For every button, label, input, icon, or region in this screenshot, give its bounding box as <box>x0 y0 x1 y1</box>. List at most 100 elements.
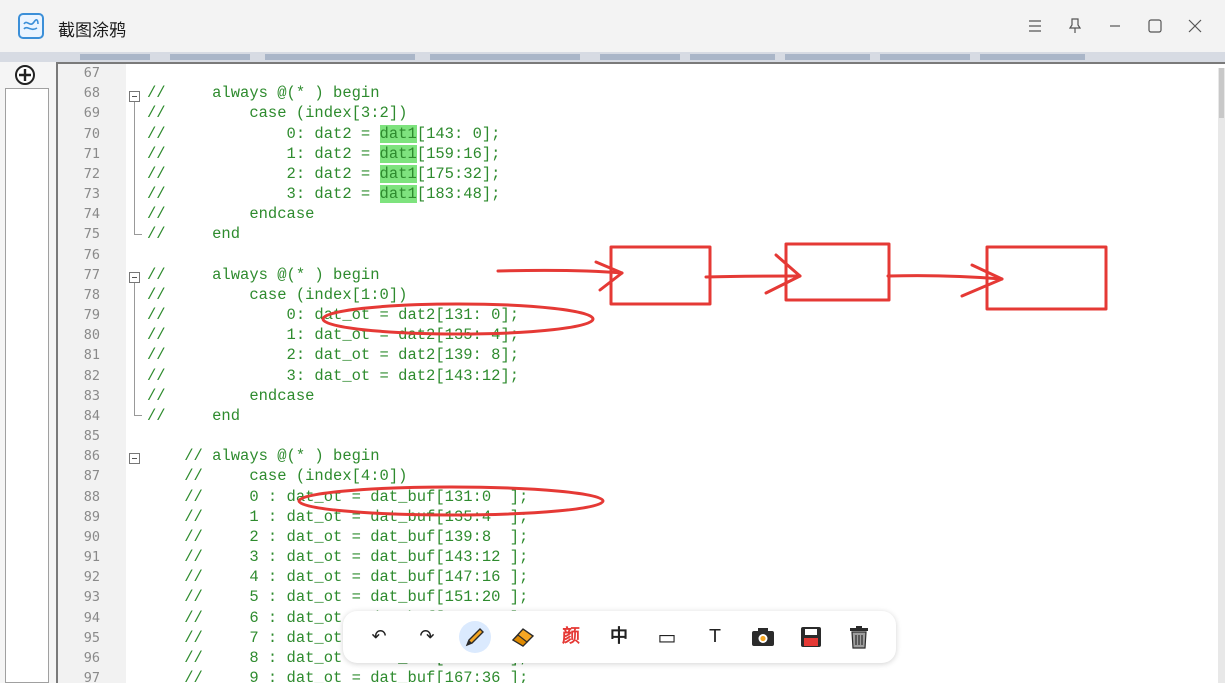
line-number: 93 <box>83 589 100 606</box>
fold-toggle-icon[interactable] <box>129 91 140 102</box>
code-line: 83 // endcase <box>58 386 1225 406</box>
title-bar: 截图涂鸦 <box>0 0 1225 52</box>
code-line: 93 // 5 : dat_ot = dat_buf[151:20 ]; <box>58 587 1225 607</box>
line-number: 76 <box>83 246 100 263</box>
line-number: 85 <box>83 428 100 445</box>
code-line: 72 // 2: dat2 = dat1[175:32]; <box>58 164 1225 184</box>
code-segment: // 0: dat2 = <box>147 124 380 143</box>
line-number: 82 <box>83 367 100 384</box>
screenshot-button[interactable] <box>747 621 779 653</box>
code-segment: [183:48]; <box>416 185 501 204</box>
delete-button[interactable] <box>843 621 875 653</box>
vertical-scrollbar[interactable] <box>1218 68 1225 683</box>
pen-icon <box>465 628 484 647</box>
minimize-icon[interactable] <box>1103 14 1127 38</box>
line-number: 88 <box>83 488 100 505</box>
line-number: 84 <box>83 407 100 424</box>
line-number: 69 <box>83 105 100 122</box>
code-line: 74// endcase <box>58 204 1225 224</box>
text-button[interactable]: T <box>709 626 721 647</box>
line-number: 90 <box>83 528 100 545</box>
code-text: // endcase <box>147 386 315 405</box>
line-number: 75 <box>83 226 100 243</box>
line-number: 81 <box>83 347 100 364</box>
line-number: 77 <box>83 266 100 283</box>
code-line: 97 // 9 : dat_ot = dat_buf[167:36 ]; <box>58 668 1225 683</box>
eraser-button[interactable] <box>507 621 539 653</box>
line-number: 73 <box>83 186 100 203</box>
line-number: 67 <box>83 65 100 81</box>
code-text: // 5 : dat_ot = dat_buf[151:20 ]; <box>147 588 529 607</box>
menu-icon[interactable] <box>1023 14 1047 38</box>
fold-toggle-icon[interactable] <box>129 272 140 283</box>
code-line: 80// 1: dat_ot = dat2[135: 4]; <box>58 325 1225 345</box>
undo-button[interactable]: ↶ <box>371 626 387 647</box>
code-text: // 4 : dat_ot = dat_buf[147:16 ]; <box>147 568 529 587</box>
code-text: // endcase <box>147 205 315 224</box>
code-text: // always @(* ) begin <box>147 265 380 284</box>
navigation-cross-icon[interactable] <box>14 64 36 86</box>
code-line: 92 // 4 : dat_ot = dat_buf[147:16 ]; <box>58 567 1225 587</box>
code-text: // 2: dat_ot = dat2[139: 8]; <box>147 346 520 365</box>
search-highlight: dat1 <box>379 164 417 183</box>
line-number: 80 <box>83 327 100 344</box>
line-number: 68 <box>83 85 100 102</box>
line-number: 96 <box>83 649 100 666</box>
code-text: // 0: dat_ot = dat2[131: 0]; <box>147 306 520 325</box>
line-number: 92 <box>83 569 100 586</box>
code-text: // 2: dat2 = dat1[175:32]; <box>147 164 500 184</box>
save-button[interactable] <box>795 621 827 653</box>
pen-button[interactable] <box>459 621 491 653</box>
code-line: 85 <box>58 426 1225 446</box>
code-text: // end <box>147 225 241 244</box>
fold-guide <box>134 102 135 234</box>
code-segment: // 2: dat2 = <box>147 164 380 183</box>
code-text: // 3: dat_ot = dat2[143:12]; <box>147 366 520 385</box>
code-segment: [143: 0]; <box>416 124 501 143</box>
rectangle-button[interactable]: ▭ <box>657 625 677 649</box>
code-line: 75 // end <box>58 224 1225 244</box>
fold-column <box>126 64 146 683</box>
code-line: 69// case (index[3:2]) <box>58 103 1225 123</box>
code-line: 82 // 3: dat_ot = dat2[143:12]; <box>58 366 1225 386</box>
code-line: 78// case (index[1:0]) <box>58 285 1225 305</box>
code-text: // case (index[1:0]) <box>147 285 408 304</box>
app-logo-icon <box>18 13 44 39</box>
code-text: // 1 : dat_ot = dat_buf[135:4 ]; <box>147 507 529 526</box>
code-line: 76 <box>58 245 1225 265</box>
fold-toggle-icon[interactable] <box>129 453 140 464</box>
pin-icon[interactable] <box>1063 14 1087 38</box>
code-text: // always @(* ) begin <box>147 447 380 466</box>
code-line: 71// 1: dat2 = dat1[159:16]; <box>58 144 1225 164</box>
left-panel <box>0 62 56 683</box>
line-number: 89 <box>83 508 100 525</box>
line-number: 83 <box>83 387 100 404</box>
save-icon <box>801 627 821 647</box>
line-number: 72 <box>83 165 100 182</box>
code-line: 68 // always @(* ) begin <box>58 83 1225 103</box>
code-line: 84// end <box>58 406 1225 426</box>
code-line: 77 // always @(* ) begin <box>58 265 1225 285</box>
search-highlight: dat1 <box>379 124 417 143</box>
drawing-toolbar: ↶ ↷ 颜 中 ▭ T <box>343 611 896 663</box>
line-number: 86 <box>83 448 100 465</box>
line-number: 95 <box>83 629 100 646</box>
fold-guide <box>134 283 135 415</box>
code-line: 81 // 2: dat_ot = dat2[139: 8]; <box>58 345 1225 365</box>
line-number: 79 <box>83 307 100 324</box>
code-text: // 3: dat2 = dat1[183:48]; <box>147 184 500 204</box>
window-title: 截图涂鸦 <box>58 21 126 41</box>
code-segment: [175:32]; <box>416 164 501 183</box>
redo-button[interactable]: ↷ <box>419 626 435 647</box>
code-text: // always @(* ) begin <box>147 84 380 103</box>
color-button[interactable]: 颜 <box>562 626 580 647</box>
size-button[interactable]: 中 <box>610 626 628 647</box>
line-number: 97 <box>83 670 100 683</box>
code-line: 88 // 0 : dat_ot = dat_buf[131:0 ]; <box>58 487 1225 507</box>
line-number: 91 <box>83 549 100 566</box>
close-icon[interactable] <box>1183 14 1207 38</box>
left-panel-box <box>5 88 49 683</box>
maximize-icon[interactable] <box>1143 14 1167 38</box>
code-text: // 2 : dat_ot = dat_buf[139:8 ]; <box>147 527 529 546</box>
